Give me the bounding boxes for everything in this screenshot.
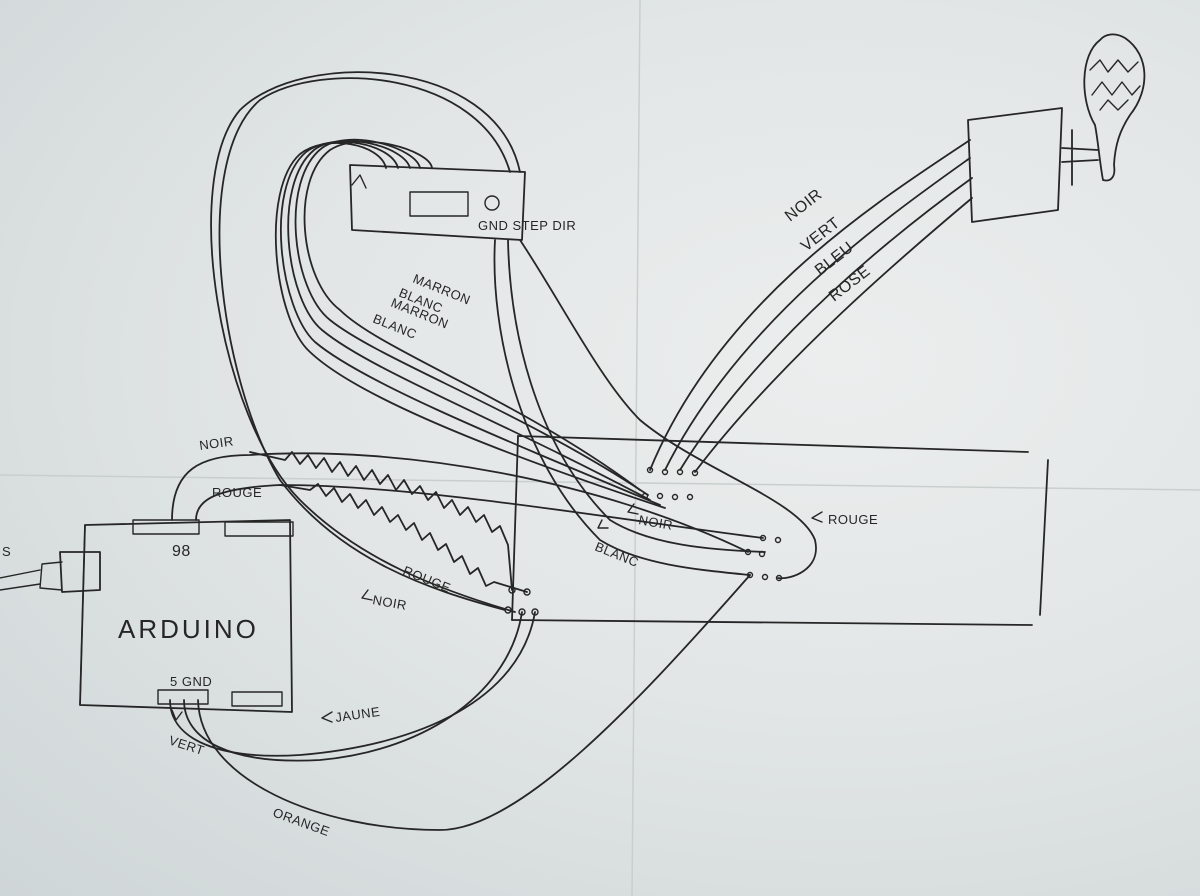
noir-top-label: NOIR [782, 186, 826, 225]
jaune-label: JAUNE [334, 704, 381, 725]
maraca-drawing [1083, 33, 1146, 182]
breadboard [504, 435, 1049, 626]
paper-fold-vertical [631, 0, 641, 896]
motor-block [967, 107, 1099, 223]
driver-loops [210, 71, 666, 613]
breadboard-holes [504, 466, 783, 616]
pin-5-gnd-label: 5 GND [170, 674, 212, 689]
rouge-mid-label: ROUGE [401, 563, 453, 596]
rouge-right-label: ROUGE [828, 512, 878, 527]
motor-wires [649, 139, 973, 473]
arduino-label: ARDUINO [118, 614, 259, 644]
gnd-step-dir-label: GND STEP DIR [478, 218, 576, 233]
paper-fold-horizontal [0, 474, 1200, 491]
pin-98-label: 98 [172, 543, 191, 560]
noir-left-label: NOIR [198, 433, 234, 453]
blanc-board-label: BLANC [593, 539, 641, 570]
arduino-board [0, 519, 294, 713]
usb-label-fragment: S [2, 544, 11, 559]
noir-board-label: NOIR [637, 512, 674, 533]
rouge-left-label: ROUGE [212, 485, 262, 500]
orange-label: ORANGE [271, 805, 332, 839]
power-wires [169, 574, 751, 831]
noir-mid-label: NOIR [371, 592, 408, 613]
label-arrows [171, 503, 823, 723]
arduino-signal-wires [171, 452, 764, 553]
stepper-driver [349, 164, 526, 241]
twisted-wires [249, 451, 528, 593]
